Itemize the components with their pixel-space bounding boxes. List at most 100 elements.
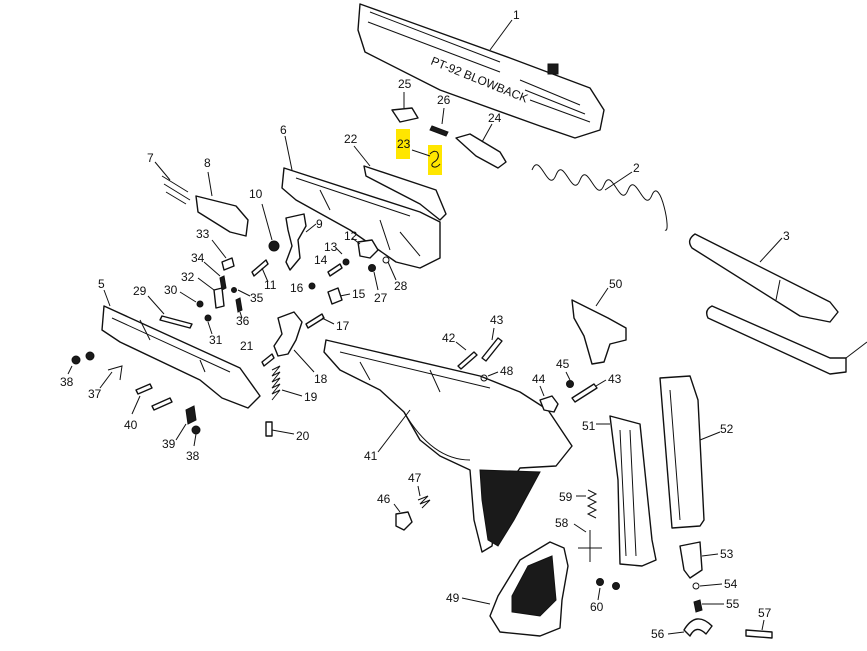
label-41: 41 xyxy=(364,449,378,463)
part-45-screw xyxy=(566,380,574,388)
label-43-top: 43 xyxy=(490,313,504,327)
label-48: 48 xyxy=(500,364,514,378)
part-7-springs xyxy=(161,175,191,205)
part-19-spring xyxy=(271,365,281,401)
part-53-valve xyxy=(679,541,703,579)
label-35: 35 xyxy=(250,291,264,305)
label-10: 10 xyxy=(249,187,263,201)
part-46-screw xyxy=(395,511,413,531)
label-13: 13 xyxy=(324,240,338,254)
part-33-clip xyxy=(221,257,235,271)
part-43-pin-right xyxy=(571,383,598,403)
label-27: 27 xyxy=(374,291,388,305)
label-45: 45 xyxy=(556,357,570,371)
part-36-pin xyxy=(235,297,243,313)
label-21: 21 xyxy=(240,339,254,353)
part-51-magazine-shell xyxy=(609,415,657,567)
part-30-screw xyxy=(196,300,204,308)
label-30: 30 xyxy=(164,283,178,297)
part-21-pin xyxy=(261,353,275,367)
part-2-recoil-spring xyxy=(531,164,668,231)
label-50: 50 xyxy=(609,277,623,291)
part-1-slide: PT-92 BLOWBACK xyxy=(357,3,605,139)
label-43-right: 43 xyxy=(608,372,622,386)
label-36: 36 xyxy=(236,314,250,328)
label-59: 59 xyxy=(559,490,573,504)
part-40-pin xyxy=(135,383,173,411)
label-3: 3 xyxy=(783,229,790,243)
part-6-chassis xyxy=(281,167,441,269)
label-38-top: 38 xyxy=(60,375,74,389)
label-28: 28 xyxy=(394,279,408,293)
part-60-screw-b xyxy=(612,582,620,590)
label-60: 60 xyxy=(590,600,604,614)
label-34: 34 xyxy=(191,251,205,265)
part-56-clip xyxy=(683,618,713,637)
label-25: 25 xyxy=(398,77,412,91)
part-32-lever xyxy=(213,287,225,309)
label-16: 16 xyxy=(290,281,304,295)
part-43-pin-top xyxy=(481,337,503,362)
label-42: 42 xyxy=(442,331,456,345)
part-58-cross xyxy=(578,530,602,562)
label-24: 24 xyxy=(488,111,502,125)
part-22-bar xyxy=(363,165,447,221)
part-4-guide-rod xyxy=(705,305,847,375)
label-46: 46 xyxy=(377,492,391,506)
part-52-magazine-body xyxy=(659,375,705,529)
label-49: 49 xyxy=(446,591,460,605)
label-39: 39 xyxy=(162,437,176,451)
part-9-trigger xyxy=(285,213,307,271)
part-3-barrel xyxy=(688,233,839,323)
label-14: 14 xyxy=(314,253,328,267)
label-8: 8 xyxy=(204,156,211,170)
part-49-grip xyxy=(489,541,569,637)
label-29: 29 xyxy=(133,284,147,298)
part-25-block xyxy=(391,107,419,123)
label-54: 54 xyxy=(724,577,738,591)
part-37-pin xyxy=(107,365,123,381)
part-60-screw-a xyxy=(596,578,604,586)
label-38-bottom: 38 xyxy=(186,449,200,463)
label-6: 6 xyxy=(280,123,287,137)
label-47: 47 xyxy=(408,471,422,485)
part-24-valve xyxy=(455,133,507,169)
highlight-part-23-label xyxy=(396,129,410,159)
label-15: 15 xyxy=(352,287,366,301)
label-55: 55 xyxy=(726,597,740,611)
part-39-screw xyxy=(185,405,197,425)
part-29-pin xyxy=(159,315,193,329)
label-23: 23 xyxy=(397,137,411,151)
part-31-screw xyxy=(204,314,212,322)
part-50-block xyxy=(571,299,627,365)
label-58: 58 xyxy=(555,516,569,530)
part-28-ring xyxy=(382,256,390,264)
part-59-spring xyxy=(586,489,598,519)
part-38-screw-bottom xyxy=(191,425,201,435)
part-41-frame xyxy=(323,339,573,553)
label-57: 57 xyxy=(758,606,772,620)
label-51: 51 xyxy=(582,419,596,433)
part-16-screw xyxy=(308,282,316,290)
part-48-ring xyxy=(480,374,488,382)
label-33: 33 xyxy=(196,227,210,241)
part-38-screw-top-2 xyxy=(85,351,95,361)
part-11-pin xyxy=(251,259,269,277)
label-53: 53 xyxy=(720,547,734,561)
part-42-pin xyxy=(457,351,478,370)
part-26-pin xyxy=(429,125,449,137)
part-44-screw xyxy=(539,395,559,413)
part-54-oring xyxy=(692,582,700,590)
part-17-pin xyxy=(305,313,325,329)
label-2: 2 xyxy=(633,161,640,175)
label-17: 17 xyxy=(336,319,350,333)
part-13-screw xyxy=(342,258,350,266)
part-55-screw xyxy=(693,599,703,613)
label-52: 52 xyxy=(720,422,734,436)
label-32: 32 xyxy=(181,270,195,284)
part-23-spring xyxy=(429,150,441,168)
part-35-screw xyxy=(231,287,237,293)
label-12: 12 xyxy=(344,229,358,243)
label-11: 11 xyxy=(264,278,277,292)
